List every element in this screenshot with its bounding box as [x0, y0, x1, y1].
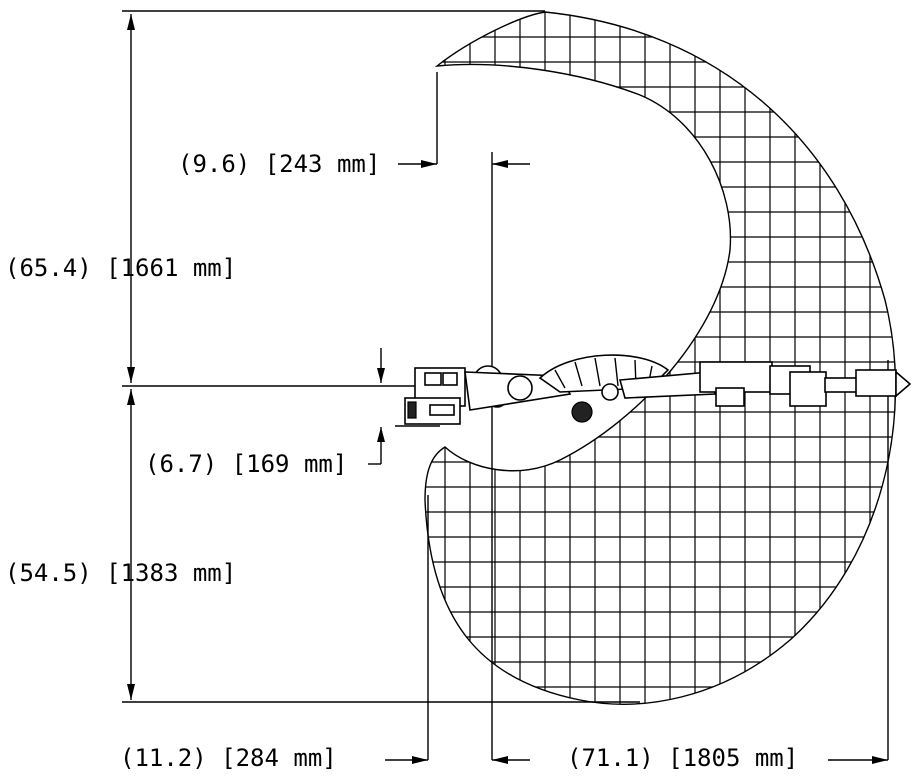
base-offset-dimension — [368, 348, 440, 465]
inner-offset-label: (9.6) [243 mm] — [178, 150, 380, 178]
max-reach-label: (71.1) [1805 mm] — [567, 744, 798, 772]
rear-reach-label: (11.2) [284 mm] — [120, 744, 337, 772]
reach-dimension — [385, 360, 889, 764]
envelope-outline — [424, 11, 897, 705]
inner-offset-dimension — [398, 72, 530, 760]
top-height-label: (65.4) [1661 mm] — [5, 254, 236, 282]
bottom-height-label: (54.5) [1383 mm] — [5, 559, 236, 587]
base-offset-label: (6.7) [169 mm] — [145, 450, 347, 478]
height-dimension — [127, 14, 135, 700]
robot-arm — [404, 354, 912, 425]
